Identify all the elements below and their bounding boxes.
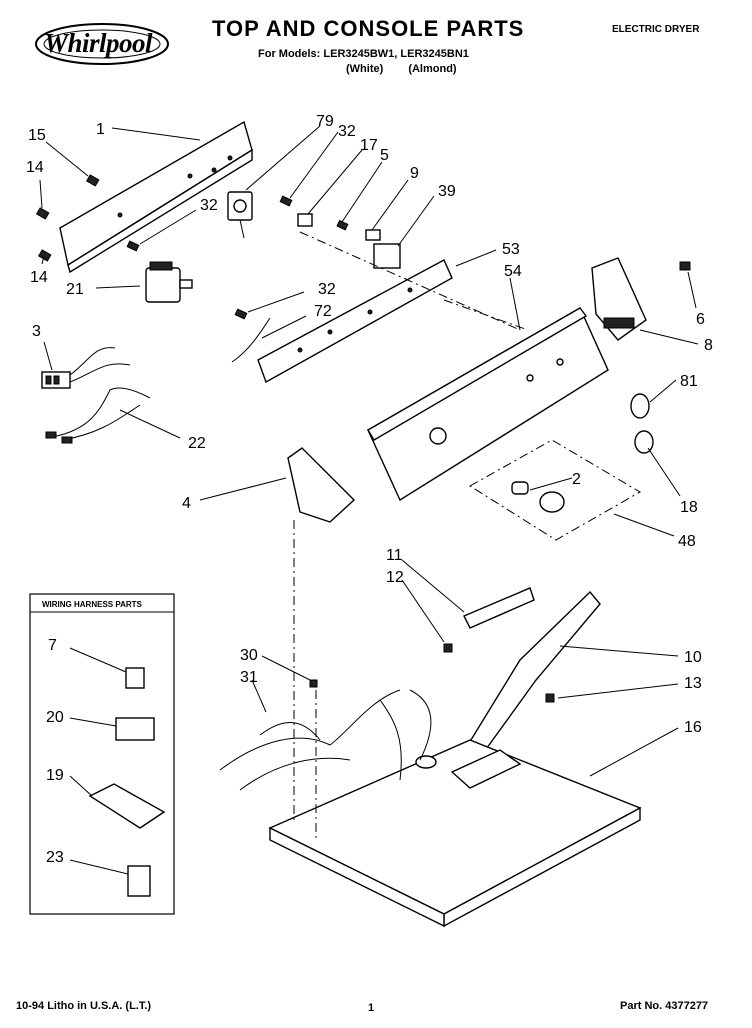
callout-53: 53: [502, 241, 520, 258]
connector-20: [115, 717, 155, 741]
print-info: 10-94 Litho in U.S.A. (L.T.): [16, 1000, 152, 1012]
knob-18: [634, 430, 654, 454]
callout-8: 8: [704, 337, 713, 354]
callout-6: 6: [696, 311, 705, 328]
guide-line-c: [299, 231, 521, 331]
harness-item-7: 7: [48, 637, 57, 654]
harness-item-20: 20: [46, 709, 64, 726]
callout-14-upper: 14: [26, 159, 44, 176]
model-colors: (White) (Almond): [346, 63, 457, 75]
screw-14-upper: [35, 207, 50, 220]
callout-13: 13: [684, 675, 702, 692]
callout-2: 2: [572, 471, 581, 488]
harness-box-title: WIRING HARNESS PARTS: [42, 600, 143, 609]
part-harness-22: [45, 387, 151, 444]
page-number: 1: [368, 1002, 375, 1014]
harness-item-23: 23: [46, 849, 64, 866]
callout-79: 79: [316, 113, 334, 130]
callout-48: 48: [678, 533, 696, 550]
part-harness-3: [41, 347, 131, 389]
screw-15: [85, 174, 100, 187]
callout-3: 3: [32, 323, 41, 340]
document-type: ELECTRIC DRYER: [612, 24, 700, 35]
callout-5: 5: [380, 147, 389, 164]
part-11: [463, 587, 535, 629]
callout-72: 72: [314, 303, 332, 320]
callout-14-lower: 14: [30, 269, 48, 286]
part-control-panel: [59, 120, 253, 274]
screw-6: [679, 261, 691, 271]
connector-23: [127, 865, 151, 897]
brand-logo: Whirlpool: [44, 28, 153, 58]
leader-lines: [39, 125, 699, 777]
callout-9: 9: [410, 165, 419, 182]
part-30: [309, 679, 318, 688]
model-numbers: For Models: LER3245BW1, LER3245BN1: [258, 48, 469, 60]
part-timer: [145, 261, 193, 303]
callout-18: 18: [680, 499, 698, 516]
part-harness-31: [219, 689, 432, 791]
region-48: [469, 439, 641, 541]
part-5: [336, 219, 349, 231]
callout-11: 11: [386, 547, 403, 564]
connector-7: [125, 667, 145, 689]
callout-17: 17: [360, 137, 378, 154]
part-17: [297, 213, 313, 227]
callout-32-c: 32: [318, 281, 336, 298]
callout-4: 4: [182, 495, 191, 512]
part-wire-72: [231, 317, 271, 363]
page-title: TOP AND CONSOLE PARTS: [212, 16, 525, 41]
callout-81: 81: [680, 373, 698, 390]
screw-32-a: [279, 195, 293, 207]
knob-81: [630, 393, 650, 419]
callout-32-b: 32: [200, 197, 218, 214]
callout-30: 30: [240, 647, 258, 664]
callout-54: 54: [504, 263, 522, 280]
part-sidecap-4: [287, 447, 356, 523]
callout-10: 10: [684, 649, 702, 666]
part-top-16: [268, 739, 642, 928]
callout-15: 15: [28, 127, 46, 144]
whirlpool-logo-mark: [35, 23, 169, 65]
screw-32-b: [126, 240, 140, 252]
harness-item-19: 19: [46, 767, 64, 784]
callout-16: 16: [684, 719, 702, 736]
part-9: [365, 229, 381, 241]
part-bracket-53: [257, 259, 453, 384]
screw-14-lower: [37, 249, 52, 262]
callout-32-a: 32: [338, 123, 356, 140]
callout-39: 39: [438, 183, 456, 200]
part-2: [511, 481, 529, 495]
connector-19: [88, 783, 166, 829]
part-endcap-8: [591, 257, 647, 341]
part-console-54: [367, 307, 609, 502]
screw-32-c: [234, 308, 248, 320]
guide-line-d: [443, 299, 529, 331]
callout-1: 1: [96, 121, 105, 138]
callout-22: 22: [188, 435, 206, 452]
callout-31: 31: [240, 669, 258, 686]
model-color-almond: (Almond): [408, 63, 457, 75]
callout-12: 12: [386, 569, 404, 586]
part-39: [373, 243, 401, 269]
model-color-white: (White): [346, 63, 384, 75]
knob-2: [539, 491, 565, 513]
part-12: [443, 643, 453, 653]
harness-parts-box: WIRING HARNESS PARTS 7 20 19 23: [29, 593, 175, 915]
part-number: Part No. 4377277: [620, 1000, 709, 1012]
callout-21: 21: [66, 281, 84, 298]
screw-13: [545, 693, 555, 703]
part-switch-79: [227, 191, 253, 239]
